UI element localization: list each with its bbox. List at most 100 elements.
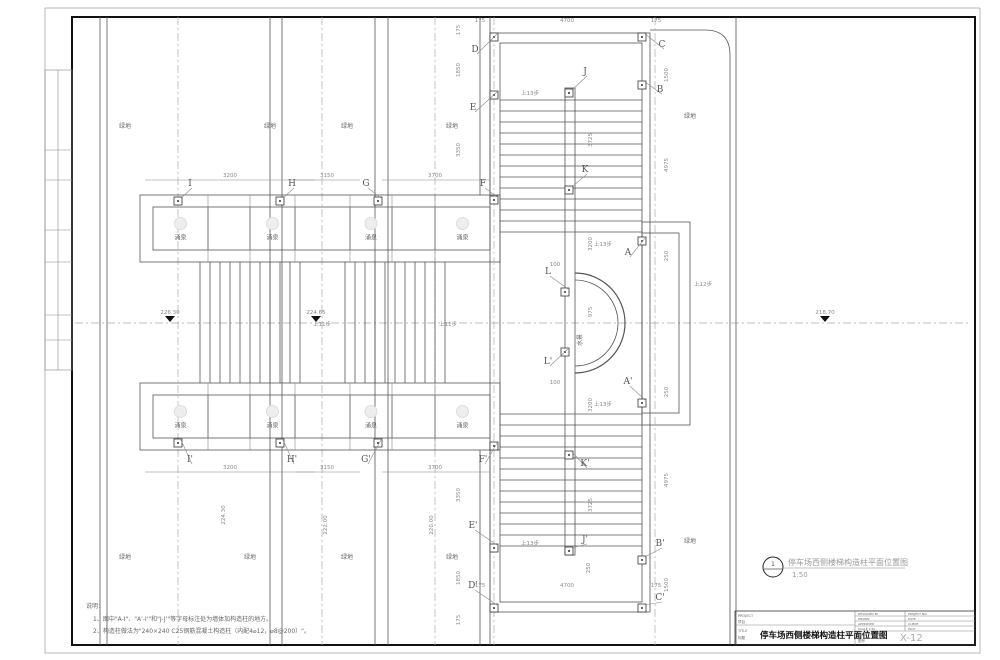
fountain-label: 涌泉 — [456, 234, 468, 242]
notes-heading: 说明： — [86, 602, 104, 610]
callout-scale: 1:50 — [792, 571, 808, 579]
green-area-label: 绿地 — [119, 553, 131, 561]
elevation-label: 224.30 — [221, 505, 227, 525]
column-label: F' — [479, 455, 488, 465]
column-label: L' — [544, 357, 552, 367]
dimension-label: 1850 — [456, 63, 462, 77]
dimension-label: 175 — [456, 614, 462, 625]
field-date: DATE — [908, 617, 916, 621]
green-area-label: 绿地 — [244, 553, 256, 561]
dimension-label: 3350 — [456, 488, 462, 502]
column-label: C' — [655, 593, 664, 603]
project-label: PROJECT — [738, 614, 754, 618]
dimension-label: 100 — [550, 262, 561, 268]
dimension-label: 3700 — [428, 465, 442, 471]
column-label: K — [582, 165, 589, 175]
column-label: B' — [655, 539, 664, 549]
dimension-label: 3200 — [223, 173, 237, 179]
drawing-callout: 1 停车场西侧楼梯构造柱平面位置图 1:50 — [762, 556, 908, 579]
column-label: C — [659, 40, 666, 50]
elevation-label: 220.00 — [429, 515, 435, 535]
fountain-label: 涌泉 — [365, 422, 377, 430]
annotation-labels: 绿地绿地绿地绿地绿地绿地绿地绿地绿地绿地水景上13步上13步上13步上13步上1… — [119, 18, 713, 625]
field-designed: DESIGNED BY — [858, 612, 879, 616]
green-area-label: 绿地 — [684, 112, 696, 120]
column-label: K' — [580, 459, 589, 469]
dimension-label: 250 — [664, 386, 670, 397]
column-label: I' — [187, 455, 193, 465]
step-count-label: 上12步 — [694, 280, 712, 288]
callout-number: 1 — [771, 560, 775, 568]
dimension-label: 1500 — [664, 68, 670, 82]
project-label-cn: 项目 — [738, 619, 745, 624]
fountain-label: 涌泉 — [174, 234, 186, 242]
upper-and-lower-walkways: 涌泉涌泉涌泉涌泉涌泉涌泉涌泉涌泉 — [139, 194, 501, 451]
column-label: A' — [623, 377, 633, 387]
column-label: G' — [361, 455, 371, 465]
column-label: J — [582, 67, 587, 77]
title-block: PROJECT 项目 TITLE 标题 停车场西侧楼梯构造柱平面位置图 DESI… — [734, 610, 976, 646]
dimension-label: 3200 — [588, 398, 594, 412]
column-label: H — [288, 179, 296, 189]
fountain-icon — [364, 217, 378, 230]
column-label: B — [657, 85, 664, 95]
dimension-label: 1850 — [456, 571, 462, 585]
fountain-icon — [456, 405, 469, 418]
fountain-icon — [174, 405, 187, 418]
column-label: J' — [581, 535, 588, 545]
column-label: L — [545, 267, 551, 277]
dimension-label: 3150 — [320, 173, 334, 179]
column-label: F — [480, 179, 486, 189]
fountain-label: 涌泉 — [456, 422, 468, 430]
column-label: E' — [468, 521, 477, 531]
elevation-label: 222.00 — [323, 515, 329, 535]
sheet-number-label: SHEET NUMBER — [858, 633, 886, 637]
title-label: TITLE — [737, 629, 747, 633]
column-label: A — [624, 248, 632, 258]
dimension-label: 1500 — [664, 578, 670, 592]
green-area-label: 绿地 — [684, 537, 696, 545]
field-client: CLIENT — [908, 622, 919, 626]
sheet-number-label-cn: 图号 — [858, 638, 866, 643]
elevation-label: 224.65 — [306, 310, 326, 316]
column-label: G — [362, 179, 369, 189]
notes: 说明： 1、图中"A-I"、"A'-I'"和"J-J'"等字母标注处为墙体加构造… — [86, 602, 310, 635]
dimension-label: 3200 — [588, 237, 594, 251]
elevation-marker-icon — [311, 316, 321, 322]
dimension-label: 3350 — [456, 143, 462, 157]
dimension-label: 4975 — [664, 473, 670, 487]
dimension-label: 250 — [664, 250, 670, 261]
elevation-label: 218.70 — [815, 310, 835, 316]
sheet-number: X-12 — [900, 633, 923, 644]
green-area-label: 绿地 — [119, 122, 131, 130]
fountain-icon — [174, 217, 187, 230]
field-approved: APPROVED — [858, 622, 875, 626]
green-area-label: 绿地 — [446, 122, 458, 130]
field-drawn: DRAWN — [858, 617, 869, 621]
elevation-label: 226.30 — [160, 310, 180, 316]
elevation-markers: 226.30 224.65 218.70 224.30 222.00 220.00 — [160, 310, 835, 535]
notes-line-2: 2、构造柱做法为"240×240 C25钢筋混凝土构造柱（内配4⌀12，⌀8@2… — [93, 627, 310, 635]
green-area-label: 绿地 — [341, 553, 353, 561]
dimension-label: 3725 — [588, 498, 594, 512]
column-label: I — [188, 179, 192, 189]
callout-title: 停车场西侧楼梯构造柱平面位置图 — [788, 557, 908, 567]
dimension-label: 175 — [651, 18, 662, 24]
fountain-icon — [364, 405, 378, 418]
dimension-label: 4700 — [560, 18, 574, 24]
elevation-marker-icon — [820, 316, 830, 322]
column-label: D' — [468, 581, 478, 591]
dimension-label: 3200 — [223, 465, 237, 471]
step-count-label: 上13步 — [521, 539, 539, 547]
dimension-label: 175 — [475, 583, 486, 589]
sheet-frame — [44, 7, 981, 654]
water-feature-label: 水景 — [576, 334, 584, 346]
step-count-label: 上13步 — [594, 400, 612, 408]
dimension-label: 250 — [586, 562, 592, 573]
notes-line-1: 1、图中"A-I"、"A'-I'"和"J-J'"等字母标注处为墙体加构造柱的地方… — [93, 615, 272, 623]
dimension-label: 4975 — [664, 158, 670, 172]
fountain-label: 涌泉 — [266, 234, 278, 242]
dimension-label: 3150 — [320, 465, 334, 471]
